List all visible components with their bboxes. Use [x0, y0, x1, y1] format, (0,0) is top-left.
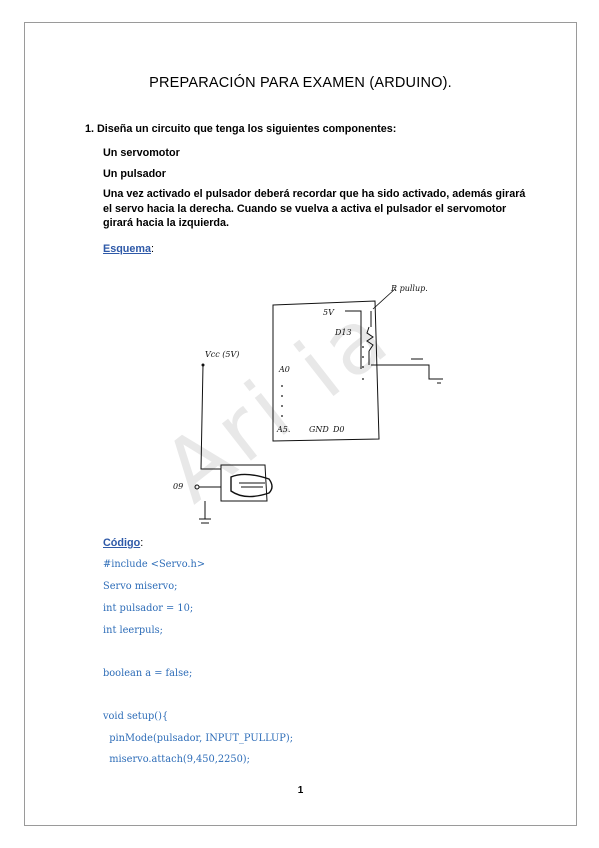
label-a0: A0 — [278, 365, 290, 374]
label-d13: D13 — [334, 328, 352, 337]
code-line-pulsador: int pulsador = 10; — [103, 603, 194, 614]
pushbutton-symbol — [371, 358, 439, 380]
document-page: Ari ia PREPARACIÓN PARA EXAMEN (ARDUINO)… — [24, 22, 577, 826]
servo-horn — [230, 473, 273, 498]
label-5v: 5V — [323, 308, 335, 317]
question-text: 1. Diseña un circuito que tenga los sigu… — [85, 123, 397, 135]
arduino-board-outline — [272, 300, 380, 442]
component-item-servomotor: Un servomotor — [103, 147, 180, 159]
page-title: PREPARACIÓN PARA EXAMEN (ARDUINO). — [149, 75, 452, 91]
schema-heading: Esquema: — [103, 243, 155, 255]
code-line-attach: miservo.attach(9,450,2250); — [103, 754, 250, 765]
servo-body — [220, 464, 268, 502]
label-pin9: 09 — [173, 482, 183, 491]
label-vcc: Vcc (5V) — [205, 350, 239, 359]
code-line-leerpuls: int leerpuls; — [103, 625, 163, 636]
code-line-setup: void setup(){ — [103, 711, 169, 722]
code-line-pinmode: pinMode(pulsador, INPUT_PULLUP); — [103, 733, 294, 744]
label-rpullup: R pullup. — [390, 284, 428, 293]
schema-link[interactable]: Esquema — [103, 243, 152, 255]
circuit-sketch: 5V D13 A0 A5. GND D0 R pullup. Vcc (5V) … — [173, 284, 443, 524]
resistor-symbol — [366, 326, 374, 352]
label-a5: A5. — [276, 425, 290, 434]
page-number: 1 — [297, 785, 304, 796]
code-heading: Código: — [103, 537, 144, 549]
label-d0: D0 — [332, 425, 345, 434]
code-line-boolean: boolean a = false; — [103, 668, 193, 679]
code-line-servo: Servo miservo; — [103, 581, 178, 592]
code-link[interactable]: Código — [103, 537, 141, 549]
component-item-pulsador: Un pulsador — [103, 168, 166, 180]
description-paragraph: Una vez activado el pulsador deberá reco… — [103, 188, 526, 229]
label-gnd: GND — [309, 425, 329, 434]
code-line-include: #include <Servo.h> — [103, 559, 206, 570]
pin-dots — [281, 346, 364, 417]
